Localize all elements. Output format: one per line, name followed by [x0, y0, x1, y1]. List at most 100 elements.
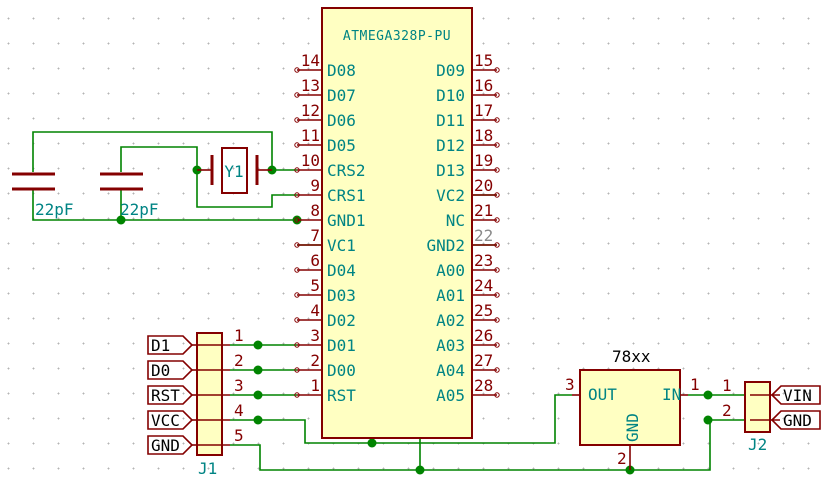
regulator-in-label: IN: [662, 385, 681, 404]
mcu-pin-end: [294, 267, 300, 273]
mcu-pin-end: [294, 292, 300, 298]
net-label: D1: [151, 336, 170, 355]
mcu-pin-number: 15: [474, 51, 493, 70]
mcu-pin-name: RST: [327, 386, 356, 405]
mcu-pin-end: [294, 192, 300, 198]
mcu-pin-name: GND1: [327, 211, 366, 230]
net-label-shape: [147, 385, 194, 405]
net-label-shape: [147, 435, 194, 455]
crystal-body: [221, 147, 248, 194]
crystal-y1[interactable]: Y1: [197, 147, 272, 194]
regulator-pin-gnd: 2: [617, 449, 627, 468]
mcu-pin-number: 4: [310, 301, 320, 320]
mcu-pin-end: [294, 342, 300, 348]
mcu-pin-name: A01: [436, 286, 465, 305]
mcu-pin-name: D02: [327, 311, 356, 330]
mcu-pin-end: [294, 217, 300, 223]
mcu-pin-end: [294, 142, 300, 148]
mcu-pin-name: NC: [446, 211, 465, 230]
mcu-right-pins: 15D0916D1017D1118D1219D1320VC221NC22GND2…: [426, 51, 500, 405]
mcu-pin-number: 27: [474, 351, 493, 370]
junction: [415, 465, 425, 475]
mcu-pin-number: 28: [474, 376, 493, 395]
mcu-pin-end: [494, 92, 500, 98]
mcu-pin-number: 14: [301, 51, 320, 70]
junction: [367, 438, 377, 448]
net-label: VIN: [783, 386, 812, 405]
j1-pin-number: 5: [234, 426, 244, 445]
junction: [703, 415, 713, 425]
mcu-pin-name: D09: [436, 61, 465, 80]
mcu-pin-name: D05: [327, 136, 356, 155]
j2-body: [744, 381, 771, 433]
crystal-ref: Y1: [224, 162, 243, 181]
mcu-pin-number: 9: [310, 176, 320, 195]
mcu-pin-end: [494, 192, 500, 198]
j2-pin-number: 1: [722, 376, 732, 395]
mcu-pin-name: D00: [327, 361, 356, 380]
capacitor-c2[interactable]: 22pF: [100, 172, 159, 219]
regulator-out-label: OUT: [588, 385, 617, 404]
mcu-pin-name: A02: [436, 311, 465, 330]
mcu-pin-end: [294, 117, 300, 123]
mcu-pin-number: 2: [310, 351, 320, 370]
mcu-pin-name: D03: [327, 286, 356, 305]
junction: [703, 390, 713, 400]
mcu-pin-number: 26: [474, 326, 493, 345]
mcu-pin-end: [294, 242, 300, 248]
mcu-pin-end: [494, 342, 500, 348]
net-label: GND: [151, 436, 180, 455]
mcu-pin-end: [494, 267, 500, 273]
junction: [253, 365, 263, 375]
mcu-pin-name: GND2: [426, 236, 465, 255]
mcu-pin-end: [294, 167, 300, 173]
capacitor-c1[interactable]: 22pF: [12, 172, 74, 219]
mcu-pin-end: [494, 167, 500, 173]
mcu-pin-number: 25: [474, 301, 493, 320]
net-label: GND: [783, 411, 812, 430]
mcu-pin-end: [494, 292, 500, 298]
mcu-pin-number: 13: [301, 76, 320, 95]
regulator-pin-in: 1: [690, 375, 700, 394]
mcu-pin-end: [494, 242, 500, 248]
junction: [253, 415, 263, 425]
mcu-pin-number: 10: [301, 151, 320, 170]
mcu-pin-number: 11: [301, 126, 320, 145]
mcu-pin-name: D04: [327, 261, 356, 280]
mcu-pin-name: D12: [436, 136, 465, 155]
mcu-title: ATMEGA328P-PU: [343, 29, 451, 44]
mcu-pin-end: [294, 92, 300, 98]
mcu-pin-name: D06: [327, 111, 356, 130]
mcu-pin-end: [294, 392, 300, 398]
mcu-pin-end: [494, 117, 500, 123]
j1-pin-number: 4: [234, 401, 244, 420]
mcu-pin-end: [494, 317, 500, 323]
mcu-pin-number: 6: [310, 251, 320, 270]
wire: [630, 419, 750, 471]
mcu-symbol[interactable]: ATMEGA328P-PU 14D0813D0712D0611D0510CRS2…: [294, 7, 500, 439]
mcu-pin-name: D01: [327, 336, 356, 355]
mcu-pin-number: 20: [474, 176, 493, 195]
regulator-pin-out: 3: [565, 375, 575, 394]
mcu-pin-name: CRS2: [327, 161, 366, 180]
mcu-left-pins: 14D0813D0712D0611D0510CRS29CRS18GND17VC1…: [294, 51, 366, 405]
mcu-pin-number: 17: [474, 101, 493, 120]
regulator-78xx[interactable]: 78xx OUT IN GND 3 1 2: [565, 347, 700, 470]
mcu-pin-number: 1: [310, 376, 320, 395]
mcu-pin-end: [294, 317, 300, 323]
net-label-shape: [147, 410, 194, 430]
mcu-pin-number: 22: [474, 226, 493, 245]
mcu-pin-number: 23: [474, 251, 493, 270]
mcu-pin-name: D13: [436, 161, 465, 180]
capacitor-value: 22pF: [120, 200, 159, 219]
junction: [253, 340, 263, 350]
wire: [32, 131, 273, 172]
mcu-pin-end: [494, 67, 500, 73]
mcu-pin-name: D11: [436, 111, 465, 130]
mcu-pin-name: D08: [327, 61, 356, 80]
mcu-pin-number: 3: [310, 326, 320, 345]
